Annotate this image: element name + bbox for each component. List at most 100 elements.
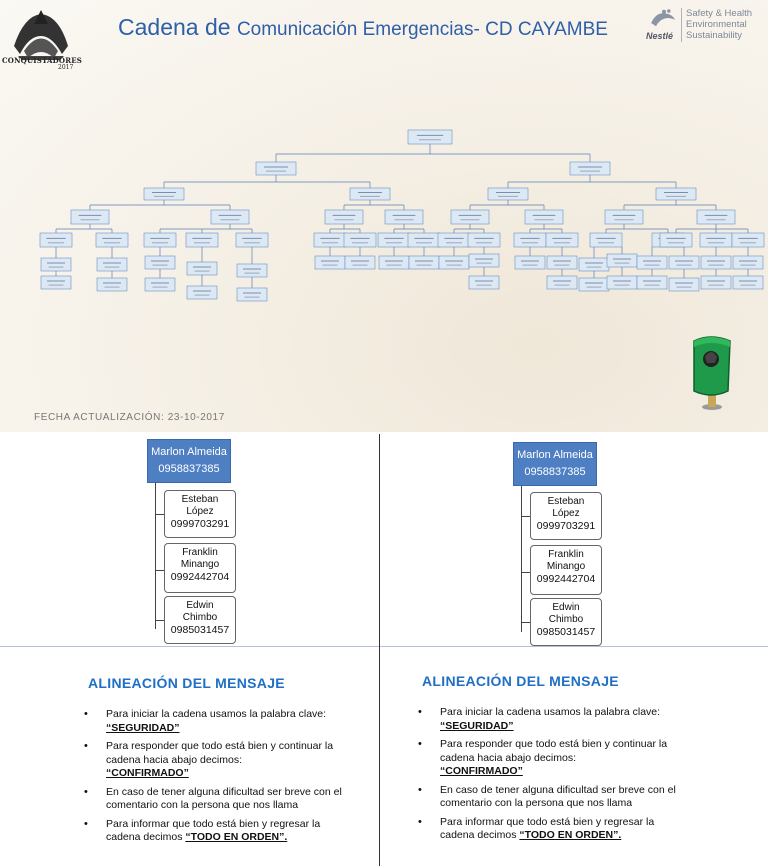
nestle-tagline-line: Safety & Health bbox=[686, 8, 753, 19]
org-connector bbox=[507, 175, 677, 188]
root-name: Marlon Almeida bbox=[517, 449, 593, 461]
org-node-box bbox=[589, 232, 623, 248]
chain-child-box: Edwin Chimbo 0985031457 bbox=[164, 596, 236, 644]
org-node-box bbox=[343, 232, 377, 248]
org-chart-tree bbox=[39, 129, 765, 302]
alineacion-item: Para informar que todo está bien y regre… bbox=[414, 816, 684, 843]
child-name: Edwin Chimbo bbox=[548, 602, 584, 625]
org-node-box bbox=[606, 253, 638, 268]
chain-root-box: Marlon Almeida 0958837385 bbox=[147, 439, 231, 483]
alineacion-item: En caso de tener alguna dificultad ser b… bbox=[414, 784, 684, 811]
org-node-box bbox=[578, 257, 610, 272]
org-node-box bbox=[314, 255, 346, 270]
org-connector bbox=[394, 224, 424, 230]
org-node-box bbox=[659, 232, 693, 248]
org-node-box bbox=[655, 187, 697, 201]
nestle-divider bbox=[681, 8, 682, 42]
org-connector bbox=[469, 200, 545, 210]
org-connector bbox=[330, 224, 360, 230]
nestle-tagline-line: Sustainability bbox=[686, 30, 742, 41]
org-node-box bbox=[604, 209, 644, 225]
alineacion-list: Para iniciar la cadena usamos la palabra… bbox=[80, 708, 350, 850]
nestle-tagline: Safety & Health Environmental Sustainabi… bbox=[686, 8, 752, 41]
org-node-box bbox=[95, 232, 129, 248]
org-node-box bbox=[546, 275, 578, 290]
alineacion-item: Para iniciar la cadena usamos la palabra… bbox=[80, 708, 350, 735]
child-name: Edwin Chimbo bbox=[182, 600, 218, 623]
org-node-box bbox=[468, 275, 500, 290]
alineacion-list: Para iniciar la cadena usamos la palabra… bbox=[414, 706, 684, 848]
org-node-box bbox=[545, 232, 579, 248]
org-node-box bbox=[40, 275, 72, 290]
org-node-box bbox=[513, 232, 547, 248]
page-title: Cadena de Comunicación Emergencias- CD C… bbox=[118, 14, 608, 41]
org-node-box bbox=[668, 277, 700, 292]
org-connector bbox=[530, 224, 562, 230]
chain-connector bbox=[155, 514, 164, 515]
org-node-box bbox=[487, 187, 529, 201]
spartan-badge-icon bbox=[693, 336, 731, 410]
alineacion-title: ALINEACIÓN DEL MENSAJE bbox=[88, 675, 285, 691]
org-node-box bbox=[668, 255, 700, 270]
root-name: Marlon Almeida bbox=[151, 446, 227, 458]
child-phone: 0985031457 bbox=[536, 626, 596, 638]
org-node-box bbox=[384, 209, 424, 225]
org-node-box bbox=[514, 255, 546, 270]
org-node-box bbox=[143, 187, 185, 201]
org-node-box bbox=[407, 129, 453, 145]
org-chart-slide: CONQUISTADORES 2017 Cadena de Comunicaci… bbox=[0, 0, 768, 432]
org-node-box bbox=[700, 255, 732, 270]
org-connector bbox=[454, 224, 484, 230]
org-node-box bbox=[606, 275, 638, 290]
org-connector bbox=[89, 200, 231, 210]
title-part1: Cadena de bbox=[118, 14, 237, 40]
org-chart-diagram bbox=[39, 129, 765, 302]
chain-child-box: Edwin Chimbo 0985031457 bbox=[530, 598, 602, 646]
keyword: “CONFIRMADO” bbox=[440, 765, 523, 777]
org-node-box bbox=[144, 277, 176, 292]
root-phone: 0958837385 bbox=[524, 466, 586, 478]
org-node-box bbox=[185, 232, 219, 248]
alineacion-item: Para informar que todo está bien y regre… bbox=[80, 818, 350, 845]
child-name: Esteban López bbox=[547, 496, 585, 519]
org-node-box bbox=[313, 232, 347, 248]
child-phone: 0999703291 bbox=[536, 520, 596, 532]
org-connector bbox=[275, 144, 591, 162]
org-node-box bbox=[324, 209, 364, 225]
fecha-actualizacion: FECHA ACTUALIZACIÓN: 23-10-2017 bbox=[34, 412, 225, 423]
org-connector bbox=[343, 200, 405, 210]
org-node-box bbox=[255, 161, 297, 176]
chain-child-box: Esteban López 0999703291 bbox=[164, 490, 236, 538]
chain-connector bbox=[155, 570, 164, 571]
org-node-box bbox=[731, 232, 765, 248]
org-node-box bbox=[143, 232, 177, 248]
org-node-box bbox=[210, 209, 250, 225]
org-node-box bbox=[144, 255, 176, 270]
org-node-box bbox=[437, 232, 471, 248]
conquistadores-logo-text: CONQUISTADORES bbox=[2, 56, 83, 65]
keyword: “TODO EN ORDEN”. bbox=[519, 829, 622, 841]
org-node-box bbox=[408, 255, 440, 270]
org-connector bbox=[56, 224, 112, 230]
chain-connector bbox=[155, 483, 164, 629]
org-node-box bbox=[378, 255, 410, 270]
child-name: Franklin Minango bbox=[180, 547, 220, 570]
section-divider-left bbox=[0, 646, 379, 647]
alineacion-item: Para responder que todo está bien y cont… bbox=[414, 738, 684, 779]
chain-child-box: Franklin Minango 0992442704 bbox=[164, 543, 236, 593]
org-node-box bbox=[450, 209, 490, 225]
chain-child-box: Franklin Minango 0992442704 bbox=[530, 545, 602, 595]
chain-connector bbox=[521, 516, 530, 517]
org-connector bbox=[606, 224, 668, 230]
chain-child-box: Esteban López 0999703291 bbox=[530, 492, 602, 540]
org-node-box bbox=[467, 232, 501, 248]
keyword: “SEGURIDAD” bbox=[106, 721, 180, 734]
org-node-box bbox=[186, 261, 218, 276]
org-node-box bbox=[349, 187, 391, 201]
org-connector bbox=[676, 224, 748, 230]
alineacion-title: ALINEACIÓN DEL MENSAJE bbox=[422, 673, 619, 689]
org-node-box bbox=[546, 255, 578, 270]
org-node-box bbox=[700, 275, 732, 290]
org-node-box bbox=[39, 232, 73, 248]
org-node-box bbox=[186, 285, 218, 300]
